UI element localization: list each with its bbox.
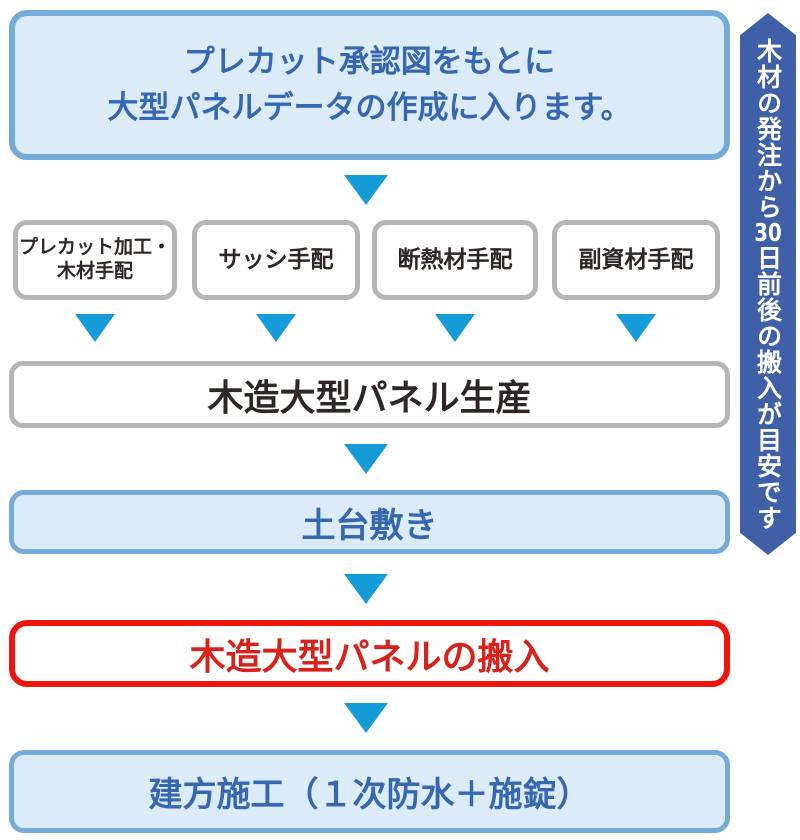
panel-production-box: 木造大型パネル生産	[9, 361, 730, 428]
panel-carry-in-box: 木造大型パネルの搬入	[9, 620, 730, 687]
down-arrow-icon	[75, 314, 115, 342]
foundation-sill-box: 土台敷き	[9, 490, 730, 554]
framing-construction-label: 建方施工（１次防水＋施錠）	[148, 775, 591, 815]
procurement-submaterials-label: 副資材手配	[578, 246, 694, 273]
down-arrow-icon	[616, 314, 656, 342]
panel-production-label: 木造大型パネル生産	[207, 377, 532, 419]
lead-time-banner-text: 木材の発注から30日前後の搬入が目安です	[753, 37, 783, 531]
down-arrow-icon	[344, 444, 388, 474]
lead-time-text-after: 日前後の搬入が目安です	[753, 244, 783, 531]
procurement-box-submaterials: 副資材手配	[552, 220, 720, 300]
down-arrow-icon	[344, 574, 388, 604]
down-arrow-icon	[344, 175, 388, 205]
lead-time-text-before: 木材の発注から	[753, 37, 783, 220]
procurement-precut-line1: プレカット加工・	[18, 236, 171, 259]
procurement-box-insulation: 断熱材手配	[372, 220, 538, 300]
framing-construction-box: 建方施工（１次防水＋施錠）	[9, 750, 730, 833]
down-arrow-icon	[435, 314, 475, 342]
procurement-box-precut: プレカット加工・ 木材手配	[13, 220, 177, 300]
procurement-sash-label: サッシ手配	[218, 246, 334, 273]
procurement-precut-line2: 木材手配	[56, 260, 133, 282]
procurement-insulation-label: 断熱材手配	[397, 246, 513, 273]
step-precut-approval-line1: プレカット承認図をもとに	[183, 43, 556, 80]
down-arrow-icon	[344, 703, 388, 733]
lead-time-number: 30	[754, 219, 782, 245]
step-precut-approval-box: プレカット承認図をもとに 大型パネルデータの作成に入ります。	[9, 10, 730, 160]
panel-carry-in-label: 木造大型パネルの搬入	[189, 636, 550, 678]
down-arrow-icon	[256, 314, 296, 342]
step-precut-approval-line2: 大型パネルデータの作成に入ります。	[107, 90, 632, 126]
lead-time-banner: 木材の発注から30日前後の搬入が目安です	[740, 13, 796, 555]
procurement-box-sash: サッシ手配	[192, 220, 360, 300]
foundation-sill-label: 土台敷き	[301, 505, 438, 546]
